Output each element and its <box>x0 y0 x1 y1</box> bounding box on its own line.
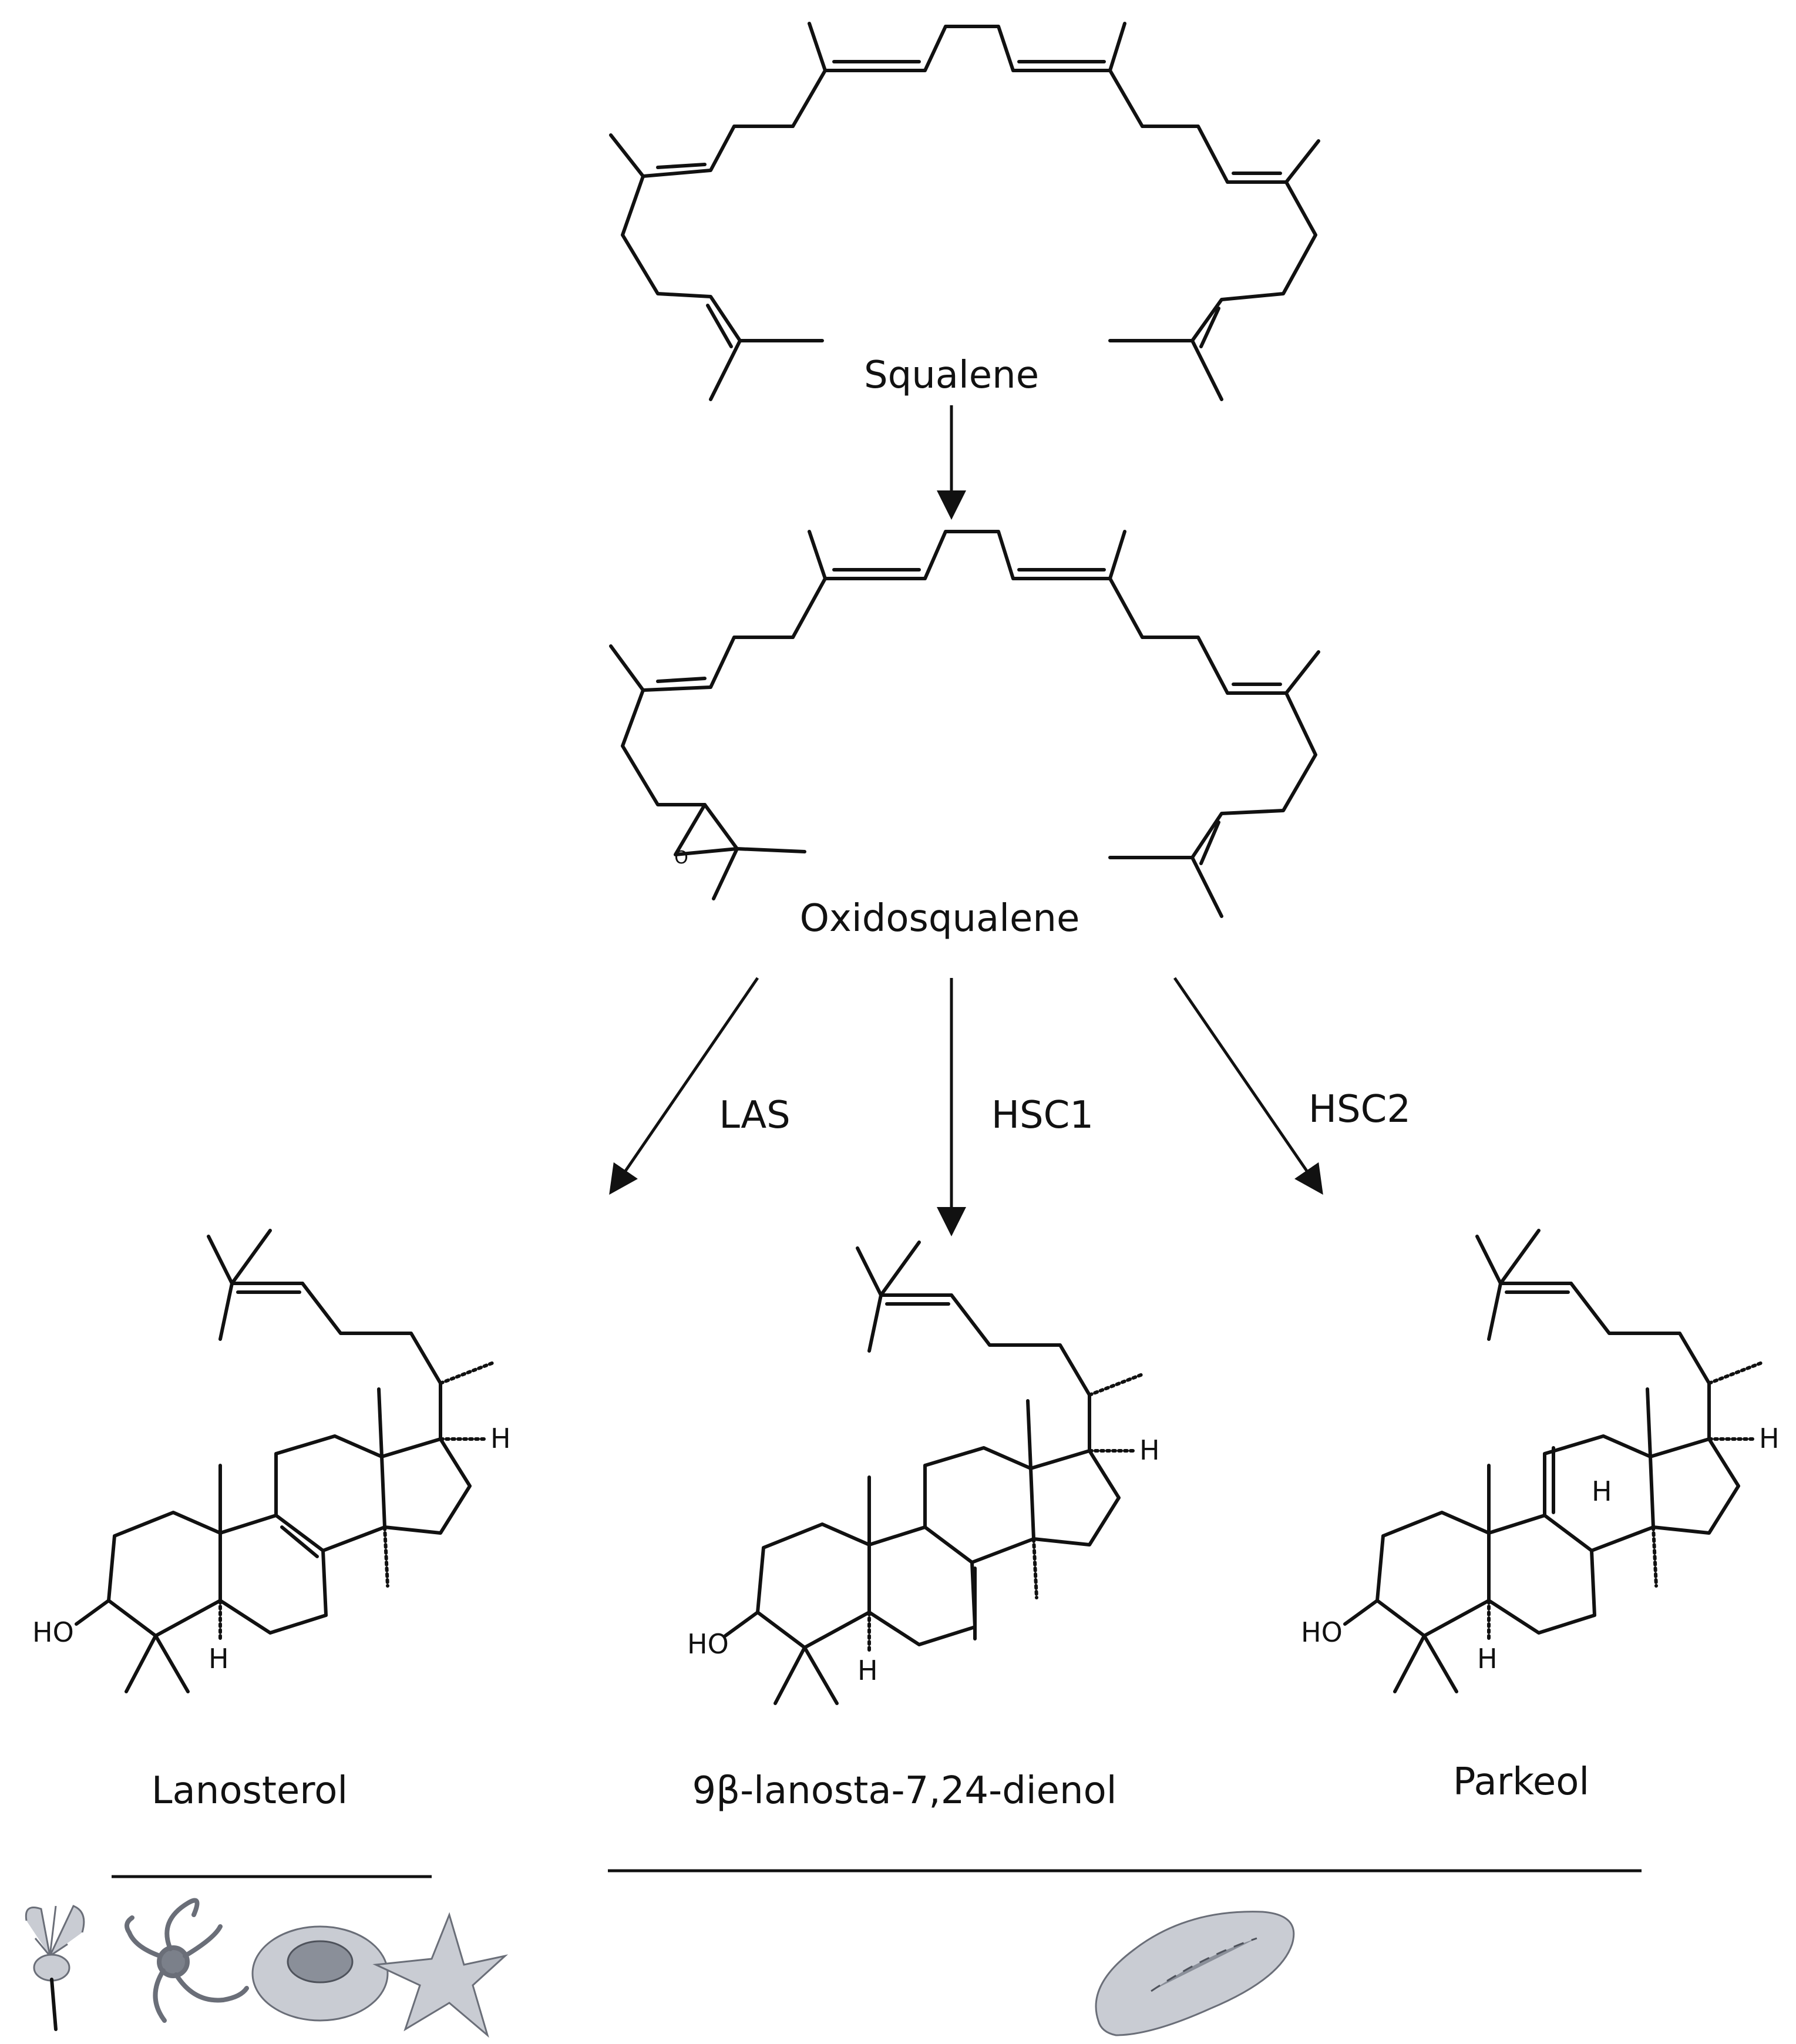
enzyme-hsc2-label: HSC2 <box>1309 1088 1411 1131</box>
brittle-star-icon <box>125 1898 249 2023</box>
lanosterol-label: Lanosterol <box>152 1769 348 1813</box>
squalene-structure <box>609 22 1320 401</box>
starfish-icon <box>372 1912 509 2038</box>
lanosterol-structure <box>76 1231 493 1692</box>
dienol-h-label-5: H <box>857 1655 878 1686</box>
dienol-structure <box>725 1242 1142 1703</box>
parkeol-label: Parkeol <box>1453 1760 1589 1804</box>
enzyme-hsc1-label: HSC1 <box>991 1094 1094 1137</box>
dienol-h-label-17: H <box>1139 1434 1160 1466</box>
parkeol-h-label-17: H <box>1759 1423 1780 1454</box>
dienol-label: 9β-lanosta-7,24-dienol <box>692 1769 1117 1813</box>
squalene-label: Squalene <box>864 354 1039 397</box>
parkeol-structure <box>1345 1231 1762 1692</box>
sea-cucumber-icon <box>1095 1911 1295 2036</box>
lanosterol-h-label-17: H <box>490 1423 511 1454</box>
arrow-las <box>609 977 759 1195</box>
parkeol-ho-label: HO <box>1301 1616 1343 1648</box>
arrow-hsc2 <box>1173 977 1323 1195</box>
lanosterol-ho-label: HO <box>32 1616 74 1648</box>
parkeol-h-label-5: H <box>1477 1643 1498 1675</box>
sea-urchin-icon <box>251 1925 389 2022</box>
crinoid-icon <box>25 1905 85 2031</box>
dienol-ho-label: HO <box>687 1628 729 1660</box>
lanosterol-h-label-5: H <box>208 1643 229 1675</box>
epoxide-oxygen-label: O <box>674 848 688 868</box>
oxidosqualene-structure <box>609 530 1320 918</box>
enzyme-las-label: LAS <box>719 1094 791 1137</box>
parkeol-h-label-9: H <box>1592 1475 1612 1507</box>
oxidosqualene-label: Oxidosqualene <box>800 897 1080 940</box>
